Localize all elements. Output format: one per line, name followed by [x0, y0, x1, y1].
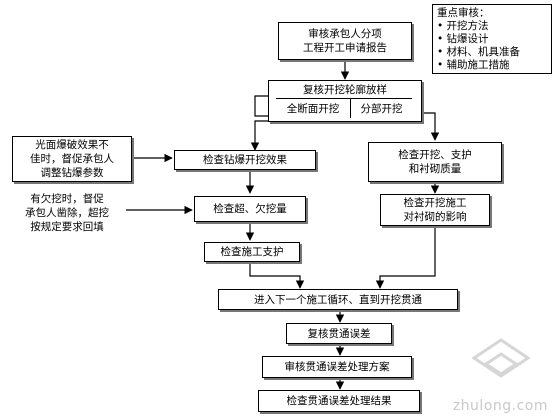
node-check-result: 检查贯通误差处理结果 [258, 390, 420, 412]
review-focus-legend: 重点审核： 开挖方法 钻爆设计 材料、机具准备 辅助施工措施 [432, 4, 552, 74]
note-blasting: 光面爆破效果不 佳时，督促承包人 调整钻爆参数 [12, 136, 132, 182]
node-partial: 分部开挖 [350, 98, 412, 118]
node-next-cycle: 进入下一个施工循环、直到开挖贯通 [218, 289, 458, 310]
node-recheck-outline-label: 复核开挖轮廓放样 [303, 84, 387, 96]
node-recheck-breakthrough: 复核贯通误差 [286, 323, 392, 344]
node-check-blasting: 检查钻爆开挖效果 [174, 150, 316, 170]
watermark-logo-icon [471, 338, 531, 378]
node-full-face: 全断面开挖 [276, 98, 350, 118]
arrow-support-to-next [249, 262, 305, 289]
node-check-support: 检查施工支护 [204, 242, 300, 262]
node-check-excavation-quality: 检查开挖、支护 和衬砌质量 [368, 142, 502, 182]
legend-item: 材料、机具准备 [437, 46, 547, 59]
legend-item: 钻爆设计 [437, 33, 547, 46]
node-review-plan: 审核贯通误差处理方案 [262, 356, 412, 378]
node-check-over-under: 检查超、欠挖量 [194, 196, 306, 222]
arrow-fullface-to-blast [250, 120, 276, 151]
node-check-lining-effect: 检查开挖施工 对衬砌的影响 [380, 194, 490, 226]
arrow-lining-to-next [375, 226, 436, 289]
node-review-report: 审核承包人分项 工程开工申请报告 [278, 22, 412, 60]
legend-item: 开挖方法 [437, 20, 547, 33]
legend-title: 重点审核： [437, 7, 490, 19]
legend-item: 辅助施工措施 [437, 59, 547, 72]
watermark-text: zhulong.com [452, 398, 548, 414]
note-under-excavation: 有欠挖时，督促 承包人凿除，超挖 按规定要求回填 [8, 190, 126, 236]
